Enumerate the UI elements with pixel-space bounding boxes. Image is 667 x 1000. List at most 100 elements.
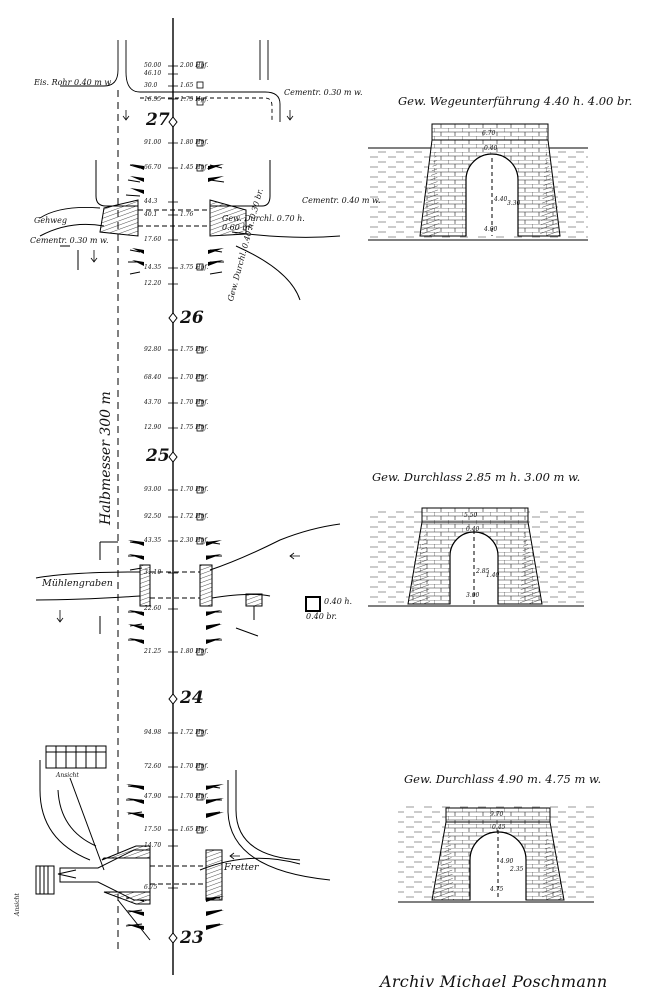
hectometer-note: 1.70 Hpf.: [180, 793, 209, 800]
hectometer-note: 1.72 Hpf.: [180, 729, 209, 736]
dim-s3-top: 9.70: [490, 811, 504, 818]
hectometer-value: 30.0: [144, 82, 158, 89]
dim-s1-crown: 0.40: [484, 145, 498, 152]
crossing-muehlengraben: [35, 523, 341, 637]
dim-s3-base: 4.75: [490, 886, 504, 893]
crossing-gehweg: [39, 160, 341, 301]
km-marker-23: 23: [180, 928, 204, 948]
hectometer-note: 1.80 Hpf.: [180, 648, 209, 655]
section-title-wegeunterfuehrung: Gew. Wegeunterführung 4.40 h. 4.00 br.: [398, 94, 633, 108]
dim-s3-rise: 2.35: [510, 866, 524, 873]
hectometer-note: 3.75 Hpf.: [180, 264, 209, 271]
hectometer-value: 68.40: [144, 374, 162, 381]
hectometer-note: 1.72 Hpf.: [180, 513, 209, 520]
label-muehlengraben: Mühlengraben: [42, 578, 113, 589]
dim-s2-crown: 0.40: [466, 526, 480, 533]
hectometer-value: 17.50: [144, 826, 162, 833]
dim-s2-height: 2.85: [476, 568, 490, 575]
km-diamonds: [168, 116, 178, 944]
hectometer-note: 1.70 Hpf.: [180, 374, 209, 381]
hectometer-value: 44.3: [144, 198, 158, 205]
section-title-durchlass-490: Gew. Durchlass 4.90 m. 4.75 m w.: [404, 772, 602, 786]
hectometer-note: 2.00 Hpf.: [180, 62, 209, 69]
hectometer-ticks: [168, 65, 178, 889]
crossing-fretter: [35, 760, 331, 941]
hectometer-value: 50.00: [144, 62, 162, 69]
dim-s1-top: 6.70: [482, 130, 496, 137]
section-durchlass-490: [398, 806, 594, 903]
dim-s3-crown: 0.45: [492, 824, 506, 831]
section-title-durchlass-285: Gew. Durchlass 2.85 m h. 3.00 m w.: [372, 470, 581, 484]
km-marker-26: 26: [180, 308, 204, 328]
section-durchlass-285: [368, 507, 584, 607]
slope-spikes: [126, 164, 224, 930]
hectometer-note: 1.75 Hpf.: [180, 346, 209, 353]
hpf-boxes: [196, 61, 204, 834]
track-axis: [117, 18, 174, 975]
hectometer-value: 14.70: [144, 842, 162, 849]
dim-s1-rise: 3.30: [507, 200, 521, 207]
hectometer-note: 2.30 Hpf.: [180, 537, 209, 544]
hectometer-note: 1.70 Hpf.: [180, 399, 209, 406]
hectometer-note: 1.76: [180, 211, 194, 218]
hectometer-value: 72.60: [144, 763, 162, 770]
hectometer-note: 1.75 Hpf.: [180, 424, 209, 431]
km-marker-25: 25: [146, 446, 170, 466]
dim-s2-top: 5.50: [464, 512, 478, 519]
hectometer-value: 92.50: [144, 513, 162, 520]
hectometer-value: 14.35: [144, 264, 162, 271]
hectometer-value: 40.1: [144, 211, 158, 218]
dim-s1-height: 4.40: [494, 196, 508, 203]
hectometer-value: 94.98: [144, 729, 162, 736]
hectometer-value: 92.80: [144, 346, 162, 353]
hectometer-value: 91.00: [144, 139, 162, 146]
hectometer-note: 1.75 Hpf.: [180, 96, 209, 103]
label-grundriss: Ansicht: [14, 893, 21, 916]
hectometer-value: 43.35: [144, 537, 162, 544]
hectometer-value: 46.10: [144, 70, 162, 77]
hectometer-value: 16.55: [144, 96, 162, 103]
radius-label: Halbmesser 300 m: [98, 391, 114, 525]
hectometer-value: 12.90: [144, 424, 162, 431]
hectometer-value: 6.75: [144, 884, 158, 891]
label-eis-rohr: Eis. Rohr 0.40 m w.: [34, 78, 113, 87]
hectometer-note: 1.65: [180, 82, 194, 89]
archive-credit: Archiv Michael Poschmann: [380, 972, 608, 991]
hectometer-value: 47.90: [144, 793, 162, 800]
hectometer-value: 17.60: [144, 236, 162, 243]
hectometer-value: 21.25: [144, 648, 162, 655]
flow-arrows: [56, 110, 300, 860]
label-gew-durchlass: Gew. Durchl. 0.70 h. 0.60 br.: [222, 214, 305, 232]
hectometer-note: 1.80 Hpf.: [180, 139, 209, 146]
label-cement-top: Cementr. 0.30 m w.: [284, 88, 363, 97]
hectometer-value: 22.60: [144, 605, 162, 612]
km-marker-27: 27: [146, 110, 170, 130]
hectometer-value: 66.70: [144, 164, 162, 171]
label-cement-left: Cementr. 0.30 m w.: [30, 236, 109, 245]
pipe-lines-top: [60, 40, 281, 122]
dim-s1-base: 4.00: [484, 226, 498, 233]
dim-s2-rise: 1.40: [486, 572, 500, 579]
label-fretter: Fretter: [224, 862, 259, 873]
hectometer-note: 1.65 Hpf.: [180, 826, 209, 833]
hectometer-value: 93.00: [144, 486, 162, 493]
hectometer-value: 31.10: [144, 569, 162, 576]
label-cement-right: Cementr. 0.40 m w.: [302, 196, 381, 205]
hectometer-note: 1.70 Hpf.: [180, 763, 209, 770]
section-wegeunterfuehrung: [368, 123, 588, 241]
label-culvert-box: 0.40 h.: [324, 597, 353, 606]
culvert-box-icon: [305, 596, 321, 612]
hectometer-value: 43.70: [144, 399, 162, 406]
hectometer-value: 12.20: [144, 280, 162, 287]
hectometer-note: 1.70 Hpf.: [180, 486, 209, 493]
label-culvert-box-width: 0.40 br.: [306, 612, 337, 621]
elevation-detail-icon: [45, 745, 107, 871]
km-marker-24: 24: [180, 688, 204, 708]
dim-s3-height: 4.90: [500, 858, 514, 865]
hectometer-note: 1.45 Hpf.: [180, 164, 209, 171]
embankment-hatching: [125, 164, 225, 927]
dim-s2-base: 3.00: [466, 592, 480, 599]
label-ansicht: Ansicht: [56, 772, 79, 779]
label-gehweg: Gehweg: [34, 216, 67, 225]
